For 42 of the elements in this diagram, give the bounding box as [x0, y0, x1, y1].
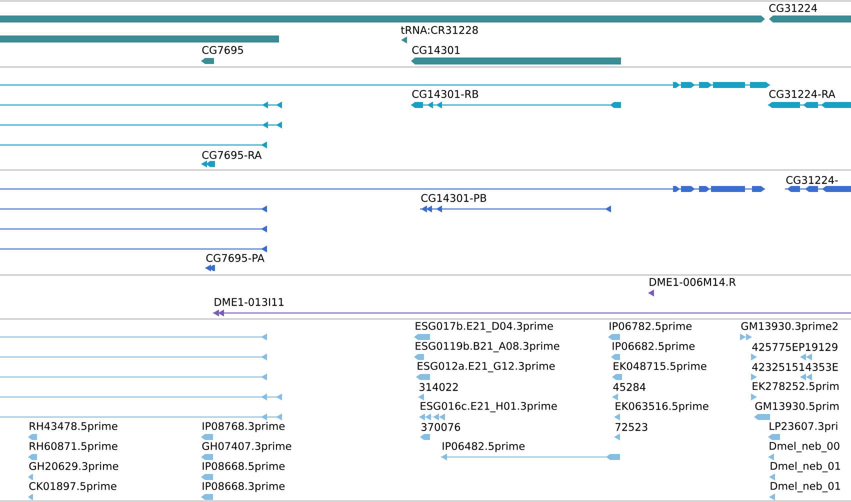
- feature-label: CG31224-RA: [768, 90, 836, 98]
- feature-label: CG14301-RB: [411, 90, 480, 98]
- feature-label: ESG0119b.B21_A08.3prime: [414, 342, 560, 352]
- feature-label: IP08768.3prime: [201, 422, 286, 432]
- feature-label: Dmel_neb_01: [769, 482, 842, 492]
- feature-label: 45284: [612, 383, 647, 391]
- feature-label: ESG016c.E21_H01.3prime: [419, 402, 558, 412]
- feature-label: RH43478.5prime: [28, 422, 118, 432]
- feature-label: CK01897.5prime: [28, 482, 118, 492]
- feature-label: DME1-013I11: [213, 298, 285, 306]
- feature-label: RH60871.5prime: [28, 442, 118, 452]
- feature-label: GM13930.5prim: [754, 402, 840, 412]
- feature-label: ESG017b.E21_D04.3prime: [414, 322, 554, 332]
- feature-label: IP06482.5prime: [441, 442, 526, 452]
- feature-label: CG7695: [201, 46, 244, 54]
- feature-label: IP08668.3prime: [201, 482, 286, 492]
- feature-label: CG7695-RA: [201, 151, 262, 159]
- feature-label: 423251514353E: [751, 363, 839, 371]
- feature-label: 425775EP19129: [751, 343, 839, 351]
- feature-label: tRNA:CR31228: [400, 26, 480, 34]
- feature-label: DME1-006M14.R: [648, 278, 737, 286]
- feature-label: 370076: [420, 423, 462, 431]
- feature-label: EK278252.5prim: [751, 382, 840, 392]
- feature-label: IP08668.5prime: [201, 462, 286, 472]
- feature-label: GH20629.3prime: [28, 462, 120, 472]
- feature-label: Dmel_neb_00: [768, 442, 841, 452]
- feature-label: ESG012a.E21_G12.3prime: [416, 362, 556, 372]
- feature-label: GH07407.3prime: [201, 442, 292, 452]
- feature-label: CG14301-PB: [420, 194, 488, 202]
- feature-label: GM13930.3prime2: [740, 322, 840, 332]
- feature-label: LP23607.3pri: [768, 422, 839, 432]
- feature-label: 72523: [614, 423, 649, 431]
- feature-label: IP06782.5prime: [608, 322, 693, 332]
- feature-label: CG31224: [768, 4, 818, 12]
- feature-label: EK048715.5prime: [612, 362, 708, 372]
- feature-label: EK063516.5prime: [614, 402, 710, 412]
- feature-label: IP06682.5prime: [611, 342, 696, 352]
- feature-label: CG31224-: [785, 176, 839, 184]
- feature-label: CG14301: [411, 46, 462, 54]
- feature-label: 314022: [418, 383, 460, 391]
- feature-label: Dmel_neb_01: [769, 462, 842, 472]
- feature-label: CG7695-PA: [205, 254, 266, 262]
